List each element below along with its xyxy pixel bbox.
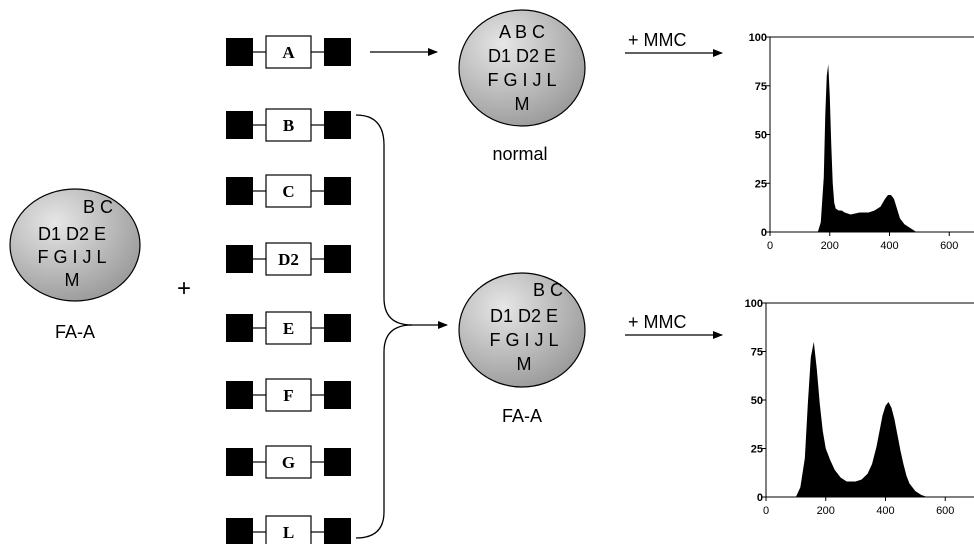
gene-label: F bbox=[283, 386, 293, 405]
histogram-normal: 0 25 50 75 100 0 200 400 600 bbox=[749, 32, 974, 252]
y-tick-label: 100 bbox=[749, 32, 767, 44]
bottom-cell-genes-4: M bbox=[517, 354, 532, 374]
right-flank-block bbox=[324, 111, 351, 139]
histogram-area bbox=[818, 64, 917, 232]
x-tick-label: 200 bbox=[817, 505, 835, 517]
y-tick-label: 100 bbox=[745, 298, 763, 310]
x-tick-label: 600 bbox=[936, 505, 954, 517]
gene-label: L bbox=[283, 523, 294, 542]
gene-label: E bbox=[283, 319, 294, 338]
bottom-cell-genes-3: F G I J L bbox=[489, 330, 558, 350]
left-cell-genes-1: B C bbox=[83, 197, 113, 217]
y-tick-label: 0 bbox=[757, 492, 763, 504]
construct-g: G bbox=[226, 446, 351, 478]
left-cell: B C D1 D2 E F G I J L M bbox=[10, 189, 140, 301]
left-flank-block bbox=[226, 518, 253, 544]
left-cell-genes-4: M bbox=[65, 270, 80, 290]
construct-l: L bbox=[226, 516, 351, 544]
top-cell-caption: normal bbox=[492, 144, 547, 164]
right-flank-block bbox=[324, 448, 351, 476]
gene-label: A bbox=[282, 43, 295, 62]
right-flank-block bbox=[324, 518, 351, 544]
histogram-fa-a: 0 25 50 75 100 0 200 400 600 bbox=[745, 298, 974, 517]
plus-sign: + bbox=[177, 275, 191, 302]
bottom-cell-genes-1: B C bbox=[533, 280, 563, 300]
treatment-label-bottom: + MMC bbox=[628, 312, 687, 332]
construct-c: C bbox=[226, 175, 351, 207]
right-flank-block bbox=[324, 38, 351, 66]
treatment-label-top: + MMC bbox=[628, 30, 687, 50]
y-tick-label: 50 bbox=[751, 395, 763, 407]
y-tick-label: 50 bbox=[755, 130, 767, 142]
left-flank-block bbox=[226, 381, 253, 409]
construct-column: A B C D2E F G L bbox=[226, 36, 351, 544]
gene-label: D2 bbox=[278, 250, 299, 269]
right-flank-block bbox=[324, 314, 351, 342]
left-flank-block bbox=[226, 177, 253, 205]
y-tick-label: 25 bbox=[751, 444, 763, 456]
y-tick-label: 25 bbox=[755, 178, 767, 190]
brace-bracket bbox=[356, 115, 412, 538]
x-tick-label: 400 bbox=[876, 505, 894, 517]
bottom-cell: B C D1 D2 E F G I J L M bbox=[459, 273, 585, 387]
construct-e: E bbox=[226, 312, 351, 344]
left-flank-block bbox=[226, 245, 253, 273]
x-tick-label: 400 bbox=[880, 240, 898, 252]
top-cell-genes-1: A B C bbox=[499, 22, 545, 42]
top-cell-genes-4: M bbox=[515, 94, 530, 114]
left-cell-genes-2: D1 D2 E bbox=[38, 224, 106, 244]
left-flank-block bbox=[226, 448, 253, 476]
gene-label: B bbox=[283, 116, 294, 135]
x-tick-label: 200 bbox=[821, 240, 839, 252]
bottom-cell-genes-2: D1 D2 E bbox=[490, 306, 558, 326]
x-tick-label: 0 bbox=[767, 240, 773, 252]
construct-d2: D2 bbox=[226, 243, 351, 275]
top-cell-genes-2: D1 D2 E bbox=[488, 46, 556, 66]
y-tick-label: 0 bbox=[761, 227, 767, 239]
right-flank-block bbox=[324, 177, 351, 205]
construct-b: B bbox=[226, 109, 351, 141]
y-tick-label: 75 bbox=[751, 347, 763, 359]
x-tick-label: 600 bbox=[940, 240, 958, 252]
left-flank-block bbox=[226, 38, 253, 66]
y-tick-label: 75 bbox=[755, 81, 767, 93]
top-cell: A B C D1 D2 E F G I J L M bbox=[459, 10, 585, 126]
gene-label: C bbox=[282, 182, 294, 201]
left-cell-genes-3: F G I J L bbox=[37, 247, 106, 267]
gene-label: G bbox=[282, 453, 295, 472]
right-flank-block bbox=[324, 381, 351, 409]
construct-a: A bbox=[226, 36, 351, 68]
x-tick-label: 0 bbox=[763, 505, 769, 517]
top-cell-genes-3: F G I J L bbox=[487, 70, 556, 90]
left-flank-block bbox=[226, 314, 253, 342]
left-flank-block bbox=[226, 111, 253, 139]
bottom-cell-caption: FA-A bbox=[502, 406, 542, 426]
histogram-area bbox=[796, 342, 927, 497]
left-cell-caption: FA-A bbox=[55, 322, 95, 342]
construct-f: F bbox=[226, 379, 351, 411]
right-flank-block bbox=[324, 245, 351, 273]
